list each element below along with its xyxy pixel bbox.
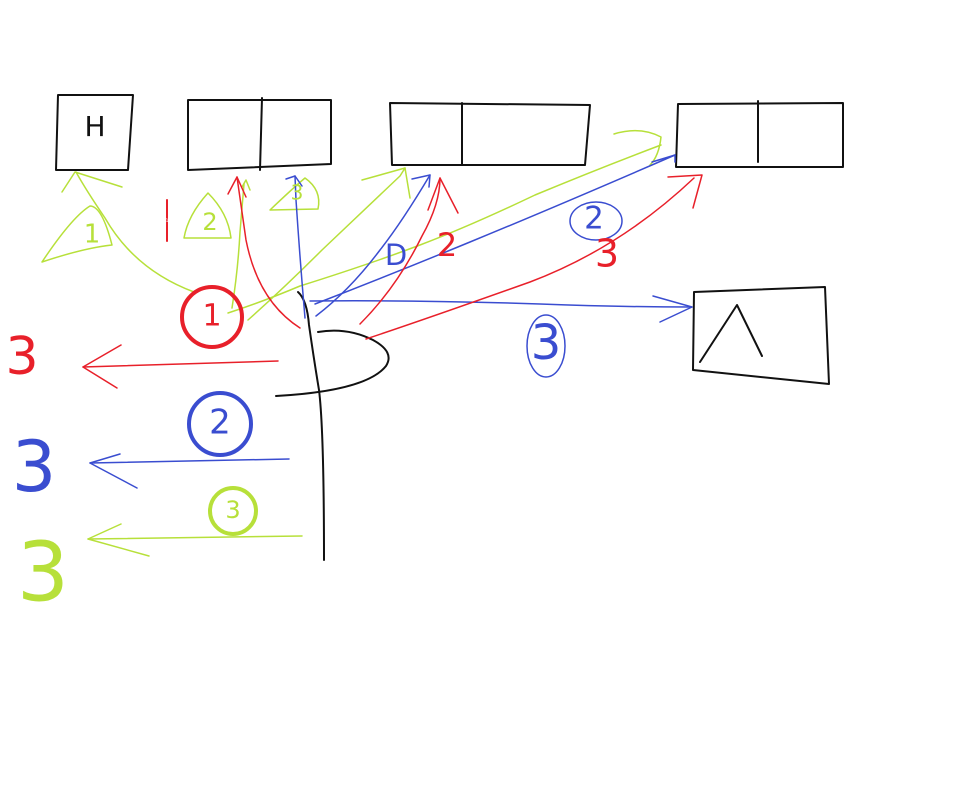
blue-arrow-to-box-3 — [315, 174, 431, 317]
green-triangle-1-label: 1 — [84, 220, 101, 250]
left-green-number: 3 — [17, 525, 69, 620]
green-triangle-2 — [183, 192, 232, 239]
red-2-label: 2 — [437, 226, 457, 264]
green-arrow-to-box-h — [75, 171, 195, 293]
red-number-circle — [180, 285, 244, 349]
box-a-label-shape — [699, 304, 763, 363]
red-left-arrow — [82, 360, 279, 368]
green-number-circle-label: 3 — [225, 496, 240, 524]
box-h — [55, 94, 134, 171]
green-left-triangle — [41, 205, 113, 263]
red-strokes — [82, 174, 703, 389]
red-arrowhead-box-4 — [667, 174, 703, 209]
green-triangle-2-label: 2 — [202, 208, 217, 236]
box-2 — [187, 99, 332, 171]
green-strokes — [41, 129, 662, 557]
blue-left-arrowhead — [89, 453, 138, 489]
green-arrowhead-box-2 — [241, 179, 251, 191]
box-a-group — [692, 286, 830, 385]
green-triangle-3-label: 3 — [291, 181, 304, 205]
blue-arrowhead-box-a — [652, 295, 693, 323]
green-left-arrowhead — [87, 523, 150, 557]
blue-left-arrow — [89, 458, 290, 464]
blue-arrow-to-box-a — [309, 300, 693, 308]
box-2-divider — [259, 97, 263, 171]
green-number-circle — [208, 486, 258, 536]
red-arrowhead-box-2 — [227, 176, 247, 198]
box-4 — [675, 102, 844, 168]
green-arrowhead-box-3 — [361, 167, 411, 199]
blue-number-circle — [187, 391, 253, 457]
box-h-label: H — [84, 110, 105, 143]
blue-arrowhead-box-3 — [411, 174, 431, 188]
red-left-arrowhead — [82, 344, 122, 389]
green-arrowhead-h — [61, 171, 123, 193]
blue-d-label: D — [385, 238, 407, 272]
red-arrow-to-box-4 — [365, 177, 695, 340]
red-arrow-3-label: 3 — [595, 232, 619, 276]
blue-circle-2 — [569, 201, 623, 241]
top-boxes: H — [55, 94, 844, 171]
red-arrow-to-box-2 — [236, 176, 301, 329]
red-arrow-to-box-3 — [359, 177, 441, 325]
blue-arrowhead-box-2 — [285, 175, 303, 187]
box-a — [692, 286, 830, 385]
vertical-axis — [297, 291, 325, 561]
red-arrowhead-box-3 — [427, 177, 459, 214]
blue-arrow-to-box-2 — [294, 175, 306, 319]
blue-strokes — [89, 154, 693, 489]
hand-labels: 3 3 3 3 2 3 D 2 1 2 3 1 — [5, 181, 623, 620]
blue-arrow-to-box-4 — [314, 154, 676, 305]
blue-arrowhead-box-4 — [651, 154, 676, 163]
blue-center-circle-label: 3 — [531, 315, 562, 371]
green-long-arrow — [227, 144, 662, 314]
green-triangle-3 — [269, 177, 320, 211]
green-left-arrow — [87, 535, 303, 540]
box-3 — [389, 102, 591, 166]
green-arrow-to-box-3 — [247, 167, 406, 321]
axis-flag — [275, 329, 390, 397]
red-number-circle-label: 1 — [202, 299, 221, 334]
green-long-arrowhead — [613, 129, 662, 166]
numbered-circles: 1 2 3 — [180, 285, 258, 536]
blue-number-circle-label: 2 — [209, 403, 231, 443]
black-axis — [275, 291, 390, 561]
green-arrow-to-box-2 — [231, 183, 245, 309]
left-blue-number: 3 — [12, 426, 57, 508]
blue-center-circle — [526, 314, 566, 378]
blue-circle-2-label: 2 — [584, 201, 604, 237]
red-bar-label: 1 — [166, 218, 169, 223]
left-red-number: 3 — [5, 327, 38, 387]
